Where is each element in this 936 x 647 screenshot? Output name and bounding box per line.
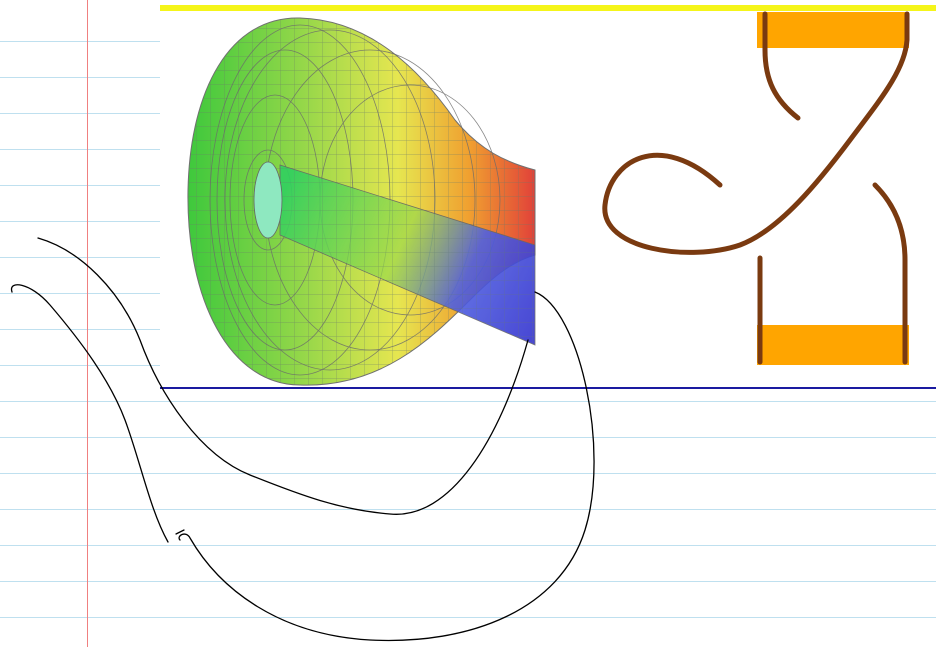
ink-stroke-outer: [12, 285, 168, 542]
ink-stroke-return: [179, 292, 594, 640]
ink-stroke-inner-start: [38, 238, 528, 514]
